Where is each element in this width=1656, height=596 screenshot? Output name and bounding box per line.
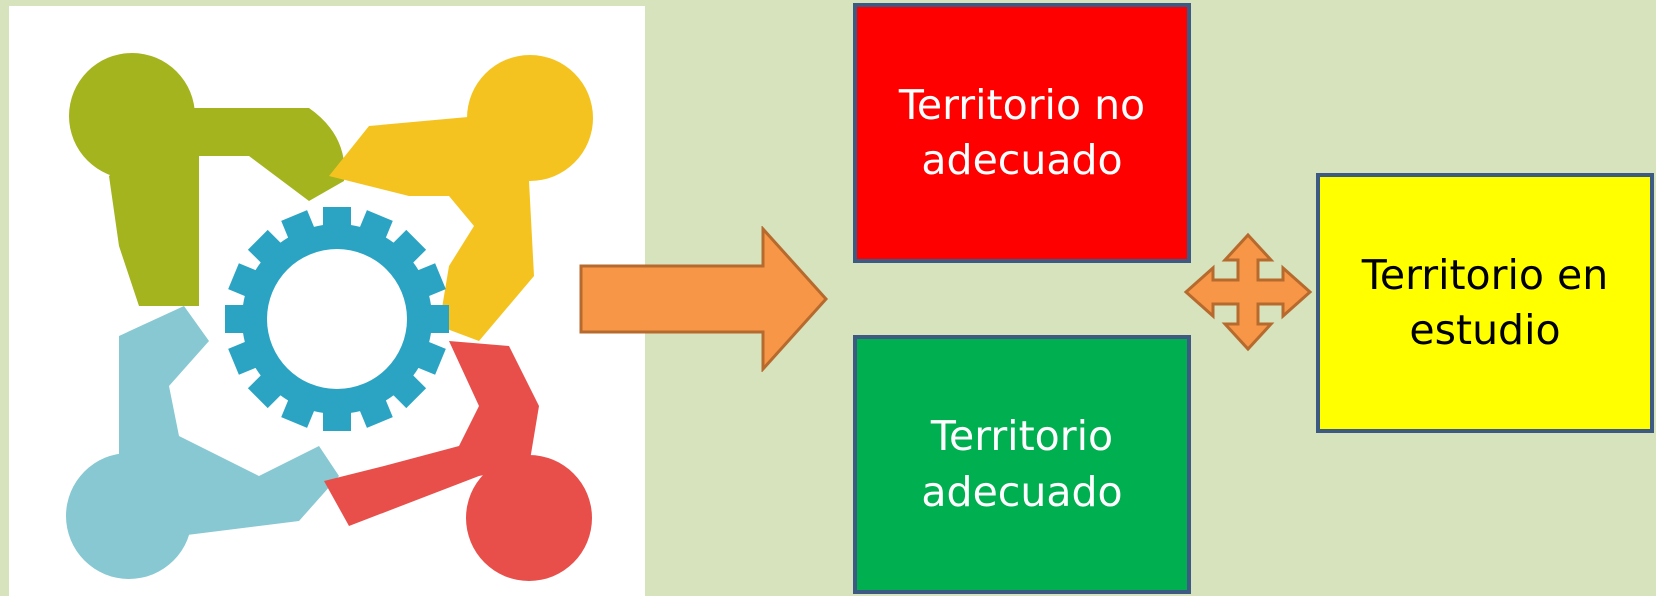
blue-person <box>66 306 339 579</box>
territory-under-study-box: Territorio en estudio <box>1316 173 1654 433</box>
territory-suitable-box: Territorio adecuado <box>853 335 1191 594</box>
teamwork-illustration <box>9 6 645 596</box>
yellow-person <box>329 55 593 341</box>
gear-icon <box>225 207 449 431</box>
right-arrow-icon <box>579 226 829 372</box>
red-person <box>324 341 592 581</box>
territory-not-suitable-box: Territorio no adecuado <box>853 3 1191 263</box>
four-way-arrow-icon <box>1183 232 1313 352</box>
green-person <box>69 53 345 306</box>
teamwork-people-gear-icon <box>66 53 593 581</box>
